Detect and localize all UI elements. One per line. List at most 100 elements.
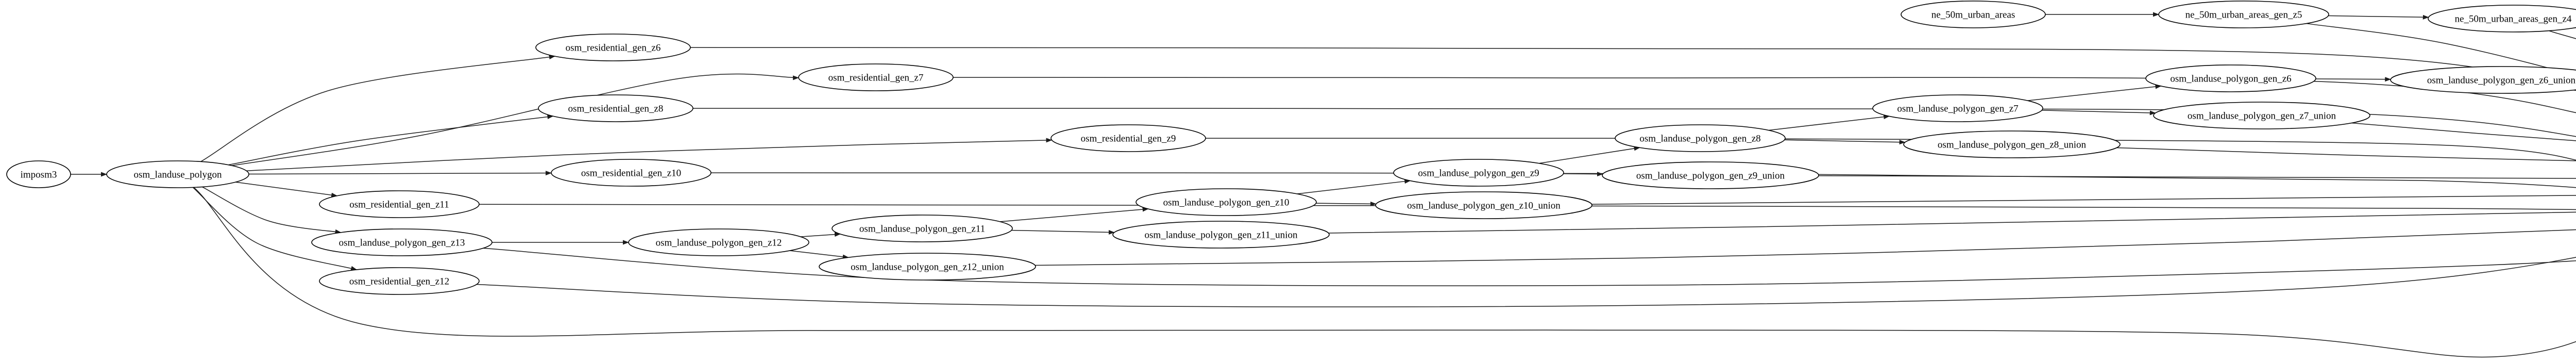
edge-osm_landuse_polygon_gen_z8-to-osm_landuse_polygon_gen_z7 [1768, 114, 1890, 131]
node-osm_residential_gen_z9: osm_residential_gen_z9 [1050, 124, 1206, 152]
node-shape-osm_landuse_polygon_gen_z13 [311, 228, 493, 256]
node-shape-osm_landuse_polygon_gen_z10 [1136, 188, 1317, 216]
node-label-osm_residential_gen_z6: osm_residential_gen_z6 [566, 43, 661, 54]
node-shape-osm_landuse_polygon_gen_z8_union [1903, 130, 2121, 158]
node-shape-osm_landuse_polygon_gen_z9_union [1602, 161, 1819, 189]
node-ne_50m_urban_areas: ne_50m_urban_areas [1901, 1, 2046, 28]
edge-osm_landuse_polygon_gen_z8-to-osm_landuse_polygon_gen_z8_union [1784, 139, 1906, 145]
node-label-osm_landuse_polygon_gen_z13: osm_landuse_polygon_gen_z13 [339, 238, 465, 249]
edge-osm_landuse_polygon_gen_z12-to-osm_landuse_polygon_gen_z12_union [789, 250, 849, 259]
node-label-imposm3: imposm3 [21, 170, 57, 180]
node-shape-osm_residential_gen_z11 [319, 190, 480, 218]
node-shape-osm_residential_gen_z9 [1050, 124, 1206, 152]
node-shape-imposm3 [6, 160, 71, 188]
node-osm_landuse_polygon_gen_z10: osm_landuse_polygon_gen_z10 [1136, 188, 1317, 216]
node-shape-osm_landuse_polygon_gen_z8 [1615, 124, 1786, 152]
edge-osm_landuse_polygon_gen_z9-to-osm_landuse_polygon_gen_z8 [1539, 146, 1640, 164]
node-label-osm_landuse_polygon_gen_z6: osm_landuse_polygon_gen_z6 [2170, 74, 2291, 85]
node-osm_landuse_polygon_gen_z6_union: osm_landuse_polygon_gen_z6_union [2390, 66, 2576, 94]
edge-osm_landuse_polygon_gen_z12-to-osm_landuse_polygon_gen_z11 [800, 232, 841, 237]
node-osm_landuse_polygon_gen_z9_union: osm_landuse_polygon_gen_z9_union [1602, 161, 1819, 189]
node-shape-ne_50m_urban_areas_gen_z5 [2158, 1, 2329, 28]
node-shape-osm_landuse_polygon_gen_z11_union [1112, 221, 1330, 249]
node-shape-osm_landuse_polygon_gen_z12 [628, 228, 809, 256]
node-shape-osm_landuse_polygon_gen_z6_union [2390, 66, 2576, 94]
edge-osm_landuse_polygon_gen_z7_union-to-layer_landuse-z7 [2351, 122, 2576, 141]
node-osm_landuse_polygon_gen_z7: osm_landuse_polygon_gen_z7 [1872, 94, 2043, 122]
node-osm_residential_gen_z6: osm_residential_gen_z6 [535, 34, 691, 61]
edge-osm_landuse_polygon-to-layer_landuse-z14+ [193, 187, 2576, 358]
node-shape-osm_landuse_polygon [106, 160, 249, 188]
edge-osm_landuse_polygon_gen_z7-to-osm_landuse_polygon_gen_z7_union [2042, 110, 2156, 116]
edge-osm_landuse_polygon-to-osm_residential_gen_z10 [248, 171, 552, 176]
node-shape-osm_landuse_polygon_gen_z12_union [819, 253, 1036, 281]
node-label-osm_residential_gen_z12: osm_residential_gen_z12 [349, 276, 449, 287]
node-osm_landuse_polygon_gen_z11_union: osm_landuse_polygon_gen_z11_union [1112, 221, 1330, 249]
node-label-osm_landuse_polygon_gen_z8: osm_landuse_polygon_gen_z8 [1639, 134, 1760, 144]
edge-osm_landuse_polygon-to-osm_residential_gen_z8 [228, 114, 554, 166]
node-shape-ne_50m_urban_areas [1901, 1, 2046, 28]
edge-osm_landuse_polygon_gen_z10_union-to-layer_landuse-z10 [1591, 195, 2576, 205]
node-shape-osm_residential_gen_z8 [538, 94, 693, 122]
node-imposm3: imposm3 [6, 160, 71, 188]
node-label-osm_residential_gen_z7: osm_residential_gen_z7 [828, 73, 924, 84]
edge-osm_landuse_polygon-to-osm_residential_gen_z6 [200, 55, 555, 162]
edge-osm_landuse_polygon-to-osm_residential_gen_z11 [235, 182, 338, 198]
node-shape-osm_residential_gen_z7 [798, 63, 954, 91]
node-shape-osm_landuse_polygon_gen_z10_union [1375, 191, 1592, 219]
edge-osm_landuse_polygon_gen_z10-to-osm_landuse_polygon_gen_z9 [1297, 179, 1411, 194]
node-ne_50m_urban_areas_gen_z4: ne_50m_urban_areas_gen_z4 [2428, 5, 2576, 32]
node-osm_landuse_polygon_gen_z11: osm_landuse_polygon_gen_z11 [832, 215, 1013, 242]
node-osm_landuse_polygon_gen_z12_union: osm_landuse_polygon_gen_z12_union [819, 253, 1036, 281]
node-osm_landuse_polygon_gen_z6: osm_landuse_polygon_gen_z6 [2145, 64, 2316, 92]
edge-osm_landuse_polygon_gen_z8_union-to-layer_landuse-z8 [2116, 147, 2576, 161]
node-shape-osm_residential_gen_z12 [319, 267, 480, 295]
edge-osm_landuse_polygon_gen_z13-to-layer_landuse-z13 [483, 248, 2576, 286]
node-shape-osm_landuse_polygon_gen_z7_union [2153, 102, 2370, 129]
edge-osm_landuse_polygon-to-osm_residential_gen_z7 [232, 73, 800, 166]
edge-ne_50m_urban_areas_gen_z4-to-layer_landuse-z4 [2549, 30, 2576, 39]
nodes-layer: imposm3 osm_landuse_polygon osm_residentia… [6, 1, 2576, 295]
edge-ne_50m_urban_areas_gen_z5-to-layer_landuse-z5 [2306, 23, 2576, 76]
node-label-osm_residential_gen_z9: osm_residential_gen_z9 [1081, 134, 1176, 144]
node-shape-osm_landuse_polygon_gen_z6 [2145, 64, 2316, 92]
edge-osm_landuse_polygon_gen_z11-to-osm_landuse_polygon_gen_z11_union [1011, 229, 1115, 235]
node-osm_residential_gen_z10: osm_residential_gen_z10 [551, 159, 711, 187]
node-shape-osm_residential_gen_z6 [535, 34, 691, 61]
node-label-ne_50m_urban_areas_gen_z4: ne_50m_urban_areas_gen_z4 [2455, 14, 2572, 25]
edge-osm_residential_gen_z11-to-layer_landuse-z11 [479, 204, 2576, 210]
node-osm_residential_gen_z8: osm_residential_gen_z8 [538, 94, 693, 122]
edge-osm_landuse_polygon-to-osm_landuse_polygon_gen_z13 [202, 186, 342, 234]
node-label-osm_landuse_polygon_gen_z12: osm_landuse_polygon_gen_z12 [656, 238, 782, 249]
node-label-osm_landuse_polygon_gen_z9: osm_landuse_polygon_gen_z9 [1418, 168, 1539, 179]
node-label-osm_residential_gen_z10: osm_residential_gen_z10 [581, 168, 681, 179]
node-label-ne_50m_urban_areas_gen_z5: ne_50m_urban_areas_gen_z5 [2185, 10, 2302, 21]
edge-osm_residential_gen_z7-to-layer_landuse-z7 [953, 77, 2576, 113]
node-label-osm_residential_gen_z11: osm_residential_gen_z11 [349, 200, 449, 210]
node-osm_residential_gen_z11: osm_residential_gen_z11 [319, 190, 480, 218]
node-label-osm_landuse_polygon_gen_z12_union: osm_landuse_polygon_gen_z12_union [851, 262, 1004, 273]
node-osm_residential_gen_z12: osm_residential_gen_z12 [319, 267, 480, 295]
node-shape-osm_residential_gen_z10 [551, 159, 711, 187]
node-label-osm_landuse_polygon_gen_z7_union: osm_landuse_polygon_gen_z7_union [2188, 111, 2336, 122]
node-osm_landuse_polygon: osm_landuse_polygon [106, 160, 249, 188]
node-label-osm_residential_gen_z8: osm_residential_gen_z8 [568, 104, 664, 114]
edge-osm_landuse_polygon_gen_z7-to-osm_landuse_polygon_gen_z6 [2027, 84, 2162, 101]
node-osm_residential_gen_z7: osm_residential_gen_z7 [798, 63, 954, 91]
node-osm_landuse_polygon_gen_z7_union: osm_landuse_polygon_gen_z7_union [2153, 102, 2370, 129]
node-osm_landuse_polygon_gen_z13: osm_landuse_polygon_gen_z13 [311, 228, 493, 256]
node-label-osm_landuse_polygon_gen_z9_union: osm_landuse_polygon_gen_z9_union [1636, 171, 1785, 182]
edge-osm_landuse_polygon_gen_z10-to-osm_landuse_polygon_gen_z10_union [1316, 201, 1377, 206]
node-shape-ne_50m_urban_areas_gen_z4 [2428, 5, 2576, 32]
node-label-osm_landuse_polygon_gen_z7: osm_landuse_polygon_gen_z7 [1897, 104, 2018, 114]
edge-ne_50m_urban_areas_gen_z5-to-ne_50m_urban_areas_gen_z4 [2328, 14, 2429, 20]
node-osm_landuse_polygon_gen_z8_union: osm_landuse_polygon_gen_z8_union [1903, 130, 2121, 158]
node-ne_50m_urban_areas_gen_z5: ne_50m_urban_areas_gen_z5 [2158, 1, 2329, 28]
node-label-osm_landuse_polygon_gen_z11: osm_landuse_polygon_gen_z11 [859, 224, 985, 235]
node-label-osm_landuse_polygon: osm_landuse_polygon [134, 170, 222, 180]
node-label-osm_landuse_polygon_gen_z11_union: osm_landuse_polygon_gen_z11_union [1145, 230, 1298, 241]
node-shape-osm_landuse_polygon_gen_z7 [1872, 94, 2043, 122]
edge-osm_landuse_polygon_gen_z11-to-osm_landuse_polygon_gen_z10 [1000, 207, 1149, 222]
